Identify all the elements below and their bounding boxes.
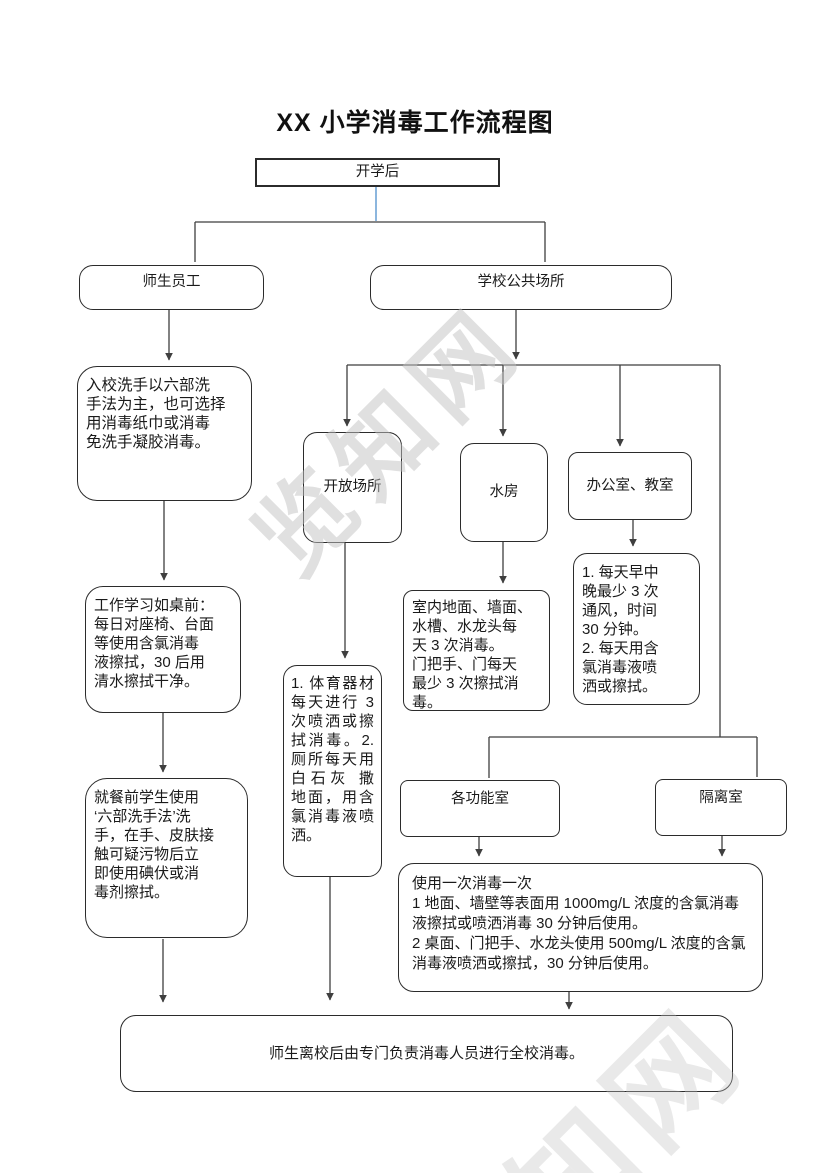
node-start-label: 开学后 xyxy=(355,164,400,181)
node-function-rooms: 各功能室 xyxy=(400,780,560,837)
node-office-detail: 1. 每天早中 晚最少 3 次 通风，时间 30 分钟。 2. 每天用含 氯消毒… xyxy=(573,553,700,705)
node-staff-step2: 工作学习如桌前： 每日对座椅、台面 等使用含氯消毒 液擦拭，30 后用 清水擦拭… xyxy=(85,586,241,713)
node-usage-rule: 使用一次消毒一次 1 地面、墙壁等表面用 1000mg/L 浓度的含氯消毒液擦拭… xyxy=(398,863,763,992)
node-staff-label: 师生员工 xyxy=(142,274,201,290)
node-function-rooms-label: 各功能室 xyxy=(451,791,509,807)
node-public-places: 学校公共场所 xyxy=(370,265,672,310)
node-open-place: 开放场所 xyxy=(303,432,402,543)
node-public-places-label: 学校公共场所 xyxy=(477,274,565,290)
node-office-label: 办公室、教室 xyxy=(586,477,674,494)
node-water-room-label: 水房 xyxy=(489,484,519,501)
node-staff: 师生员工 xyxy=(79,265,264,310)
node-open-place-detail: 1. 体育器材每天进行 3 次喷洒或擦拭消毒。2. 厕所每天用白石灰 撒 地面，… xyxy=(283,665,382,877)
node-final: 师生离校后由专门负责消毒人员进行全校消毒。 xyxy=(120,1015,733,1092)
node-water-room-detail: 室内地面、墙面、 水槽、水龙头每 天 3 次消毒。 门把手、门每天 最少 3 次… xyxy=(403,590,550,711)
node-staff-step1: 入校洗手以六部洗 手法为主，也可选择 用消毒纸巾或消毒 免洗手凝胶消毒。 xyxy=(77,366,252,501)
node-isolation-room-label: 隔离室 xyxy=(699,790,743,806)
node-final-text: 师生离校后由专门负责消毒人员进行全校消毒。 xyxy=(268,1044,584,1062)
node-start: 开学后 xyxy=(255,158,500,187)
node-water-room: 水房 xyxy=(460,443,548,542)
node-isolation-room: 隔离室 xyxy=(655,779,787,836)
page-title: XX 小学消毒工作流程图 xyxy=(276,109,554,137)
node-office: 办公室、教室 xyxy=(568,452,692,520)
node-open-place-label: 开放场所 xyxy=(323,479,382,496)
node-staff-step3: 就餐前学生使用 ‘六部洗手法’洗 手，在手、皮肤接 触可疑污物后立 即使用碘伏或… xyxy=(85,778,248,938)
